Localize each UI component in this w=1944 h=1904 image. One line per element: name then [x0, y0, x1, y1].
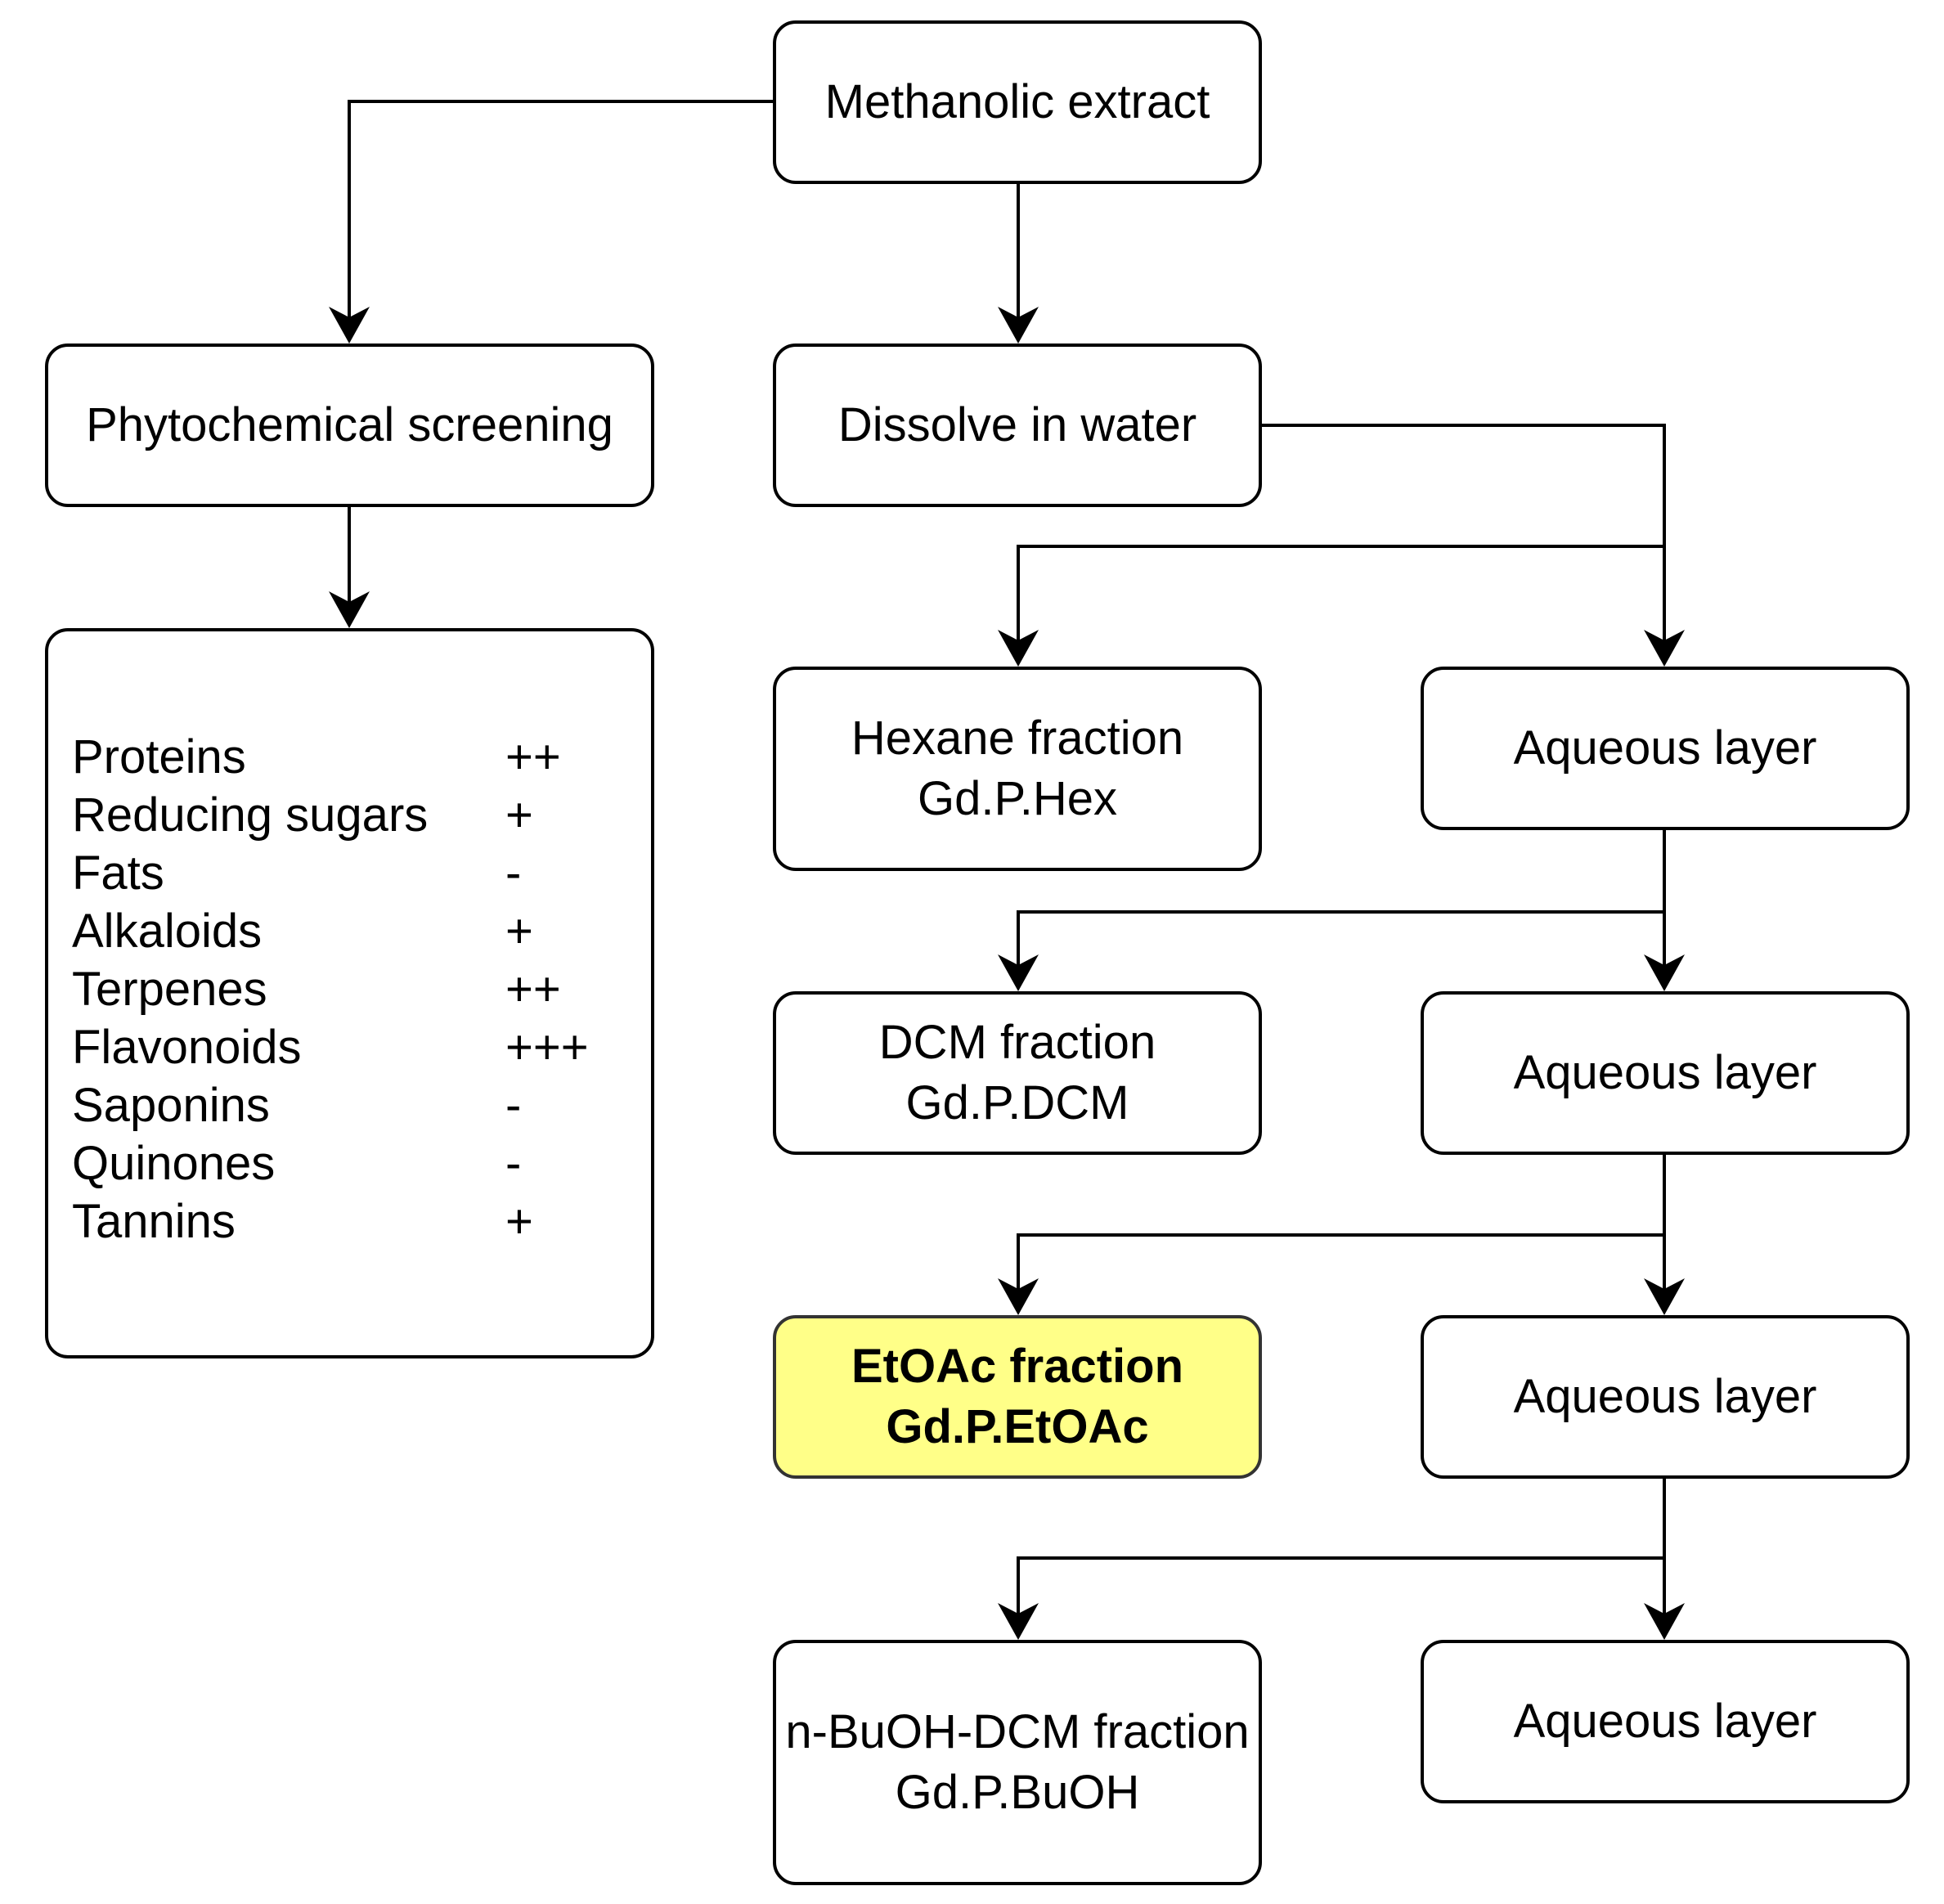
dissolve-in-water-label: Dissolve in water	[837, 398, 1197, 451]
screening-row-terpenes: Terpenes ++	[72, 960, 620, 1018]
compound-result: +++	[505, 1021, 589, 1074]
phytochemical-screening-node: Phytochemical screening	[45, 344, 654, 507]
screening-results-node	[45, 628, 654, 1358]
compound-name: Fats	[72, 846, 164, 900]
arrow-dissolve-to-aqueous1	[1259, 424, 1666, 650]
compound-name: Saponins	[72, 1079, 270, 1132]
aqueous-layer-4-label: Aqueous layer	[1513, 1695, 1817, 1748]
compound-result: -	[505, 846, 522, 900]
hexane-fraction-node: Hexane fraction Gd.P.Hex	[773, 667, 1262, 871]
methanolic-extract-label: Methanolic extract	[824, 75, 1210, 128]
screening-row-saponins: Saponins -	[72, 1076, 620, 1134]
buoh-fraction-label: n-BuOH-DCM fraction	[785, 1705, 1250, 1758]
compound-name: Flavonoids	[72, 1021, 302, 1074]
screening-row-quinones: Quinones -	[72, 1134, 620, 1192]
dcm-fraction-code: Gd.P.DCM	[905, 1076, 1129, 1129]
hexane-fraction-label: Hexane fraction	[851, 712, 1184, 765]
arrow-methanolic-to-screening	[348, 100, 773, 327]
arrowhead-aqueous1	[1644, 630, 1685, 667]
aqueous-layer-2-label: Aqueous layer	[1513, 1046, 1817, 1099]
arrowhead-aqueous3	[1644, 1278, 1685, 1315]
compound-result: -	[505, 1079, 522, 1132]
compound-result: ++	[505, 730, 561, 784]
methanolic-extract-node: Methanolic extract	[773, 20, 1262, 184]
dissolve-in-water-node: Dissolve in water	[773, 344, 1262, 507]
screening-row-fats: Fats -	[72, 844, 620, 902]
screening-row-tannins: Tannins +	[72, 1192, 620, 1251]
arrow-branch-to-etoac	[1017, 1233, 1664, 1299]
etoac-fraction-label: EtOAc fraction	[851, 1340, 1184, 1393]
dcm-fraction-node: DCM fraction Gd.P.DCM	[773, 991, 1262, 1155]
arrowhead-buoh	[998, 1603, 1039, 1640]
aqueous-layer-3-label: Aqueous layer	[1513, 1370, 1817, 1423]
arrowhead-results	[329, 591, 370, 628]
arrow-branch-to-dcm	[1017, 910, 1664, 975]
compound-name: Tannins	[72, 1195, 236, 1248]
screening-row-proteins: Proteins ++	[72, 728, 620, 786]
aqueous-layer-1-node: Aqueous layer	[1421, 667, 1910, 830]
arrowhead-aqueous2	[1644, 954, 1685, 991]
compound-result: +	[505, 788, 533, 842]
buoh-fraction-node: n-BuOH-DCM fraction Gd.P.BuOH	[773, 1640, 1262, 1885]
compound-name: Alkaloids	[72, 905, 263, 958]
hexane-fraction-code: Gd.P.Hex	[918, 772, 1117, 825]
compound-name: Quinones	[72, 1137, 276, 1190]
dcm-fraction-label: DCM fraction	[878, 1016, 1156, 1069]
arrowhead-dcm	[998, 954, 1039, 991]
compound-name: Terpenes	[72, 963, 267, 1016]
etoac-fraction-node: EtOAc fraction Gd.P.EtOAc	[773, 1315, 1262, 1479]
arrowhead-hexane	[998, 630, 1039, 667]
arrowhead-aqueous4	[1644, 1603, 1685, 1640]
screening-row-alkaloids: Alkaloids +	[72, 902, 620, 960]
screening-row-reducing-sugars: Reducing sugars +	[72, 786, 620, 844]
arrowhead-dissolve	[998, 307, 1039, 344]
phytochemical-screening-label: Phytochemical screening	[86, 398, 613, 451]
compound-name: Proteins	[72, 730, 246, 784]
aqueous-layer-4-node: Aqueous layer	[1421, 1640, 1910, 1803]
compound-result: -	[505, 1137, 522, 1190]
arrowhead-screening	[329, 307, 370, 344]
aqueous-layer-3-node: Aqueous layer	[1421, 1315, 1910, 1479]
screening-results-list: Proteins ++ Reducing sugars + Fats - Alk…	[72, 728, 620, 1251]
compound-result: +	[505, 905, 533, 958]
compound-result: +	[505, 1195, 533, 1248]
arrow-branch-to-hexane	[1017, 545, 1664, 650]
aqueous-layer-2-node: Aqueous layer	[1421, 991, 1910, 1155]
etoac-fraction-code: Gd.P.EtOAc	[886, 1400, 1149, 1453]
arrowhead-etoac	[998, 1278, 1039, 1315]
aqueous-layer-1-label: Aqueous layer	[1513, 721, 1817, 775]
buoh-fraction-code: Gd.P.BuOH	[895, 1766, 1140, 1819]
compound-result: ++	[505, 963, 561, 1016]
screening-row-flavonoids: Flavonoids +++	[72, 1018, 620, 1076]
arrow-branch-to-buoh	[1017, 1556, 1664, 1623]
compound-name: Reducing sugars	[72, 788, 429, 842]
